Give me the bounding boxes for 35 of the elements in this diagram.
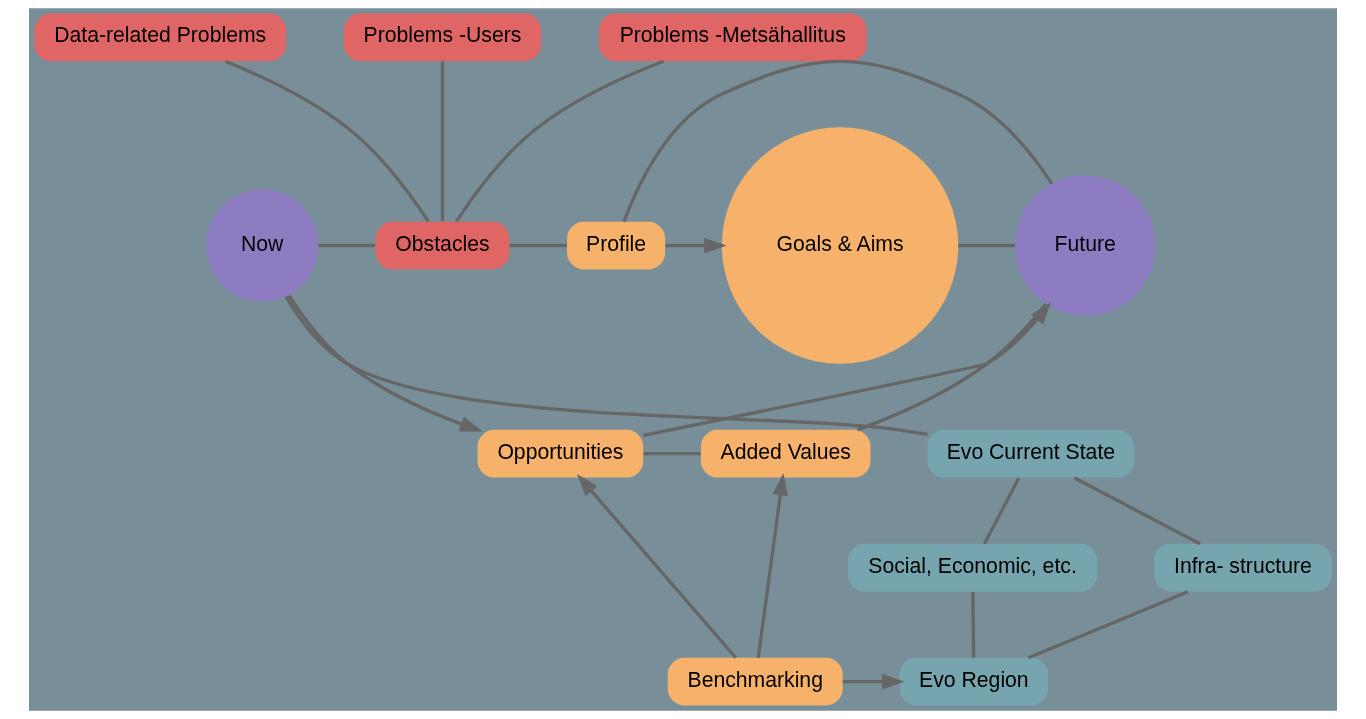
connector <box>982 477 1021 545</box>
node-box: Added Values <box>700 429 871 478</box>
connector <box>958 243 1015 248</box>
connector <box>643 452 701 456</box>
node-box: Infra- structure <box>1154 543 1332 592</box>
node-circle: Future <box>1014 175 1156 316</box>
connector <box>284 295 928 436</box>
connector <box>318 243 376 248</box>
node-box: Social, Economic, etc. <box>848 543 1098 592</box>
connector <box>856 302 1048 432</box>
node-box: Evo Current State <box>927 429 1135 478</box>
node-circle: Goals & Aims <box>721 127 959 364</box>
arrow <box>756 472 789 658</box>
node-box: Benchmarking <box>667 657 843 706</box>
node-box: Opportunities <box>477 429 644 478</box>
node-box: Problems -Users <box>343 13 542 62</box>
connector <box>1073 476 1201 546</box>
arrow <box>665 237 727 254</box>
node-box: Profile <box>567 221 666 270</box>
connector <box>224 59 430 223</box>
connector <box>509 243 567 248</box>
node-box: Obstacles <box>375 221 510 270</box>
arrow <box>287 294 483 432</box>
node-box: Evo Region <box>899 657 1049 706</box>
connector <box>455 59 665 223</box>
connector <box>622 59 1054 223</box>
node-circle: Now <box>206 189 319 302</box>
connector <box>440 61 445 222</box>
arrow <box>642 302 1052 438</box>
node-box: Problems -Metsähallitus <box>598 13 867 62</box>
connector <box>971 592 976 658</box>
connector <box>1027 590 1189 660</box>
node-box: Data-related Problems <box>34 13 287 62</box>
arrow <box>576 474 737 659</box>
arrow <box>842 673 905 690</box>
